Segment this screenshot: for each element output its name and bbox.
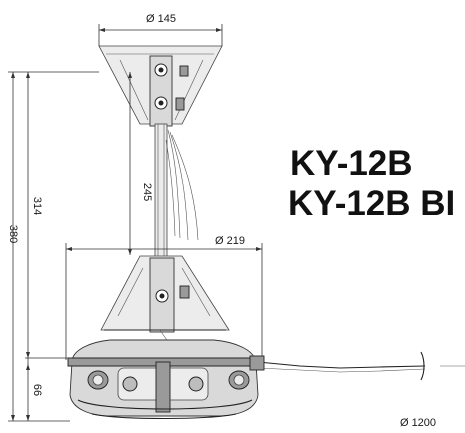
canopy-diameter-dimension: Ø 145 [98,13,223,46]
blade-arm [249,351,465,381]
downrod [154,123,199,275]
motor-diameter-label: Ø 219 [215,235,245,247]
rod-length-label: 245 [141,183,153,201]
rod-length-dimension: 245 [128,72,153,255]
overall-height-label: 380 [7,225,19,243]
height-to-motor-label: 314 [31,197,43,215]
motor-body [67,339,263,420]
ceiling-canopy [98,45,223,127]
motor-height-label: 66 [31,384,43,396]
height-dimensions: 380 314 66 [7,71,99,422]
model-name-line-1: KY-12B [290,144,413,183]
motor-cover [100,255,230,361]
motor-diameter-dimension: Ø 219 [65,235,263,360]
canopy-diameter-label: Ø 145 [146,13,176,25]
blade-sweep-label: Ø 1200 [400,417,436,429]
model-name-line-2: KY-12B BI [288,184,455,223]
